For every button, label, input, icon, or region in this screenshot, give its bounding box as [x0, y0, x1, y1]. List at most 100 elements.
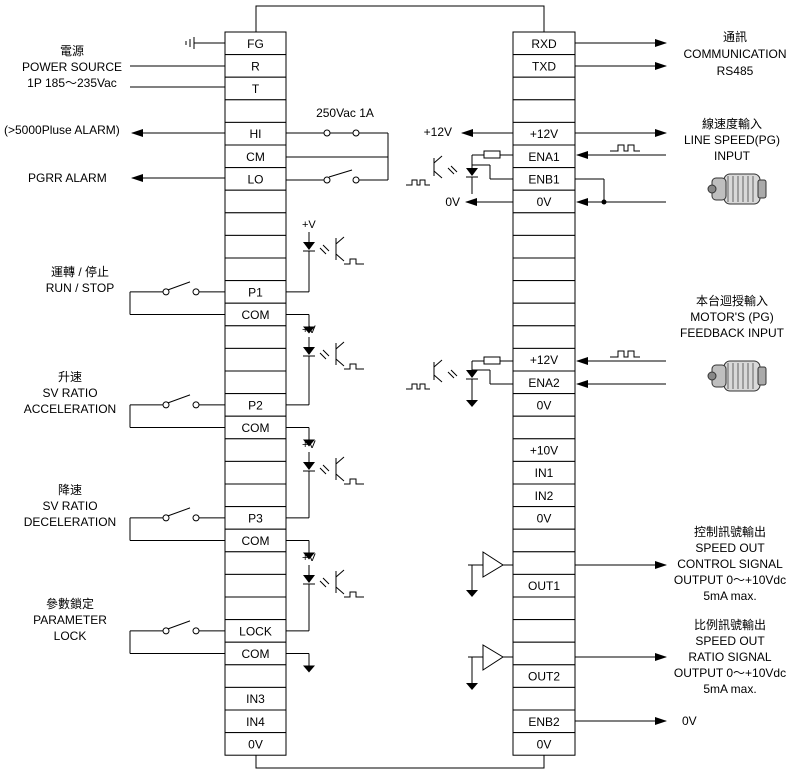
right-terminal-label: RXD [531, 37, 557, 51]
power-title-en: POWER SOURCE [22, 60, 122, 74]
accel-label-en1: SV RATIO [42, 386, 97, 400]
contact-terminal-icon [352, 129, 360, 137]
switch-contact-icon [167, 394, 191, 404]
switch-input-group: +V [129, 439, 364, 560]
left-terminal-label: T [252, 82, 260, 96]
contact-terminal-icon [192, 401, 200, 409]
pulse-icon [344, 258, 364, 265]
plus-v-label: +V [302, 324, 316, 336]
right-terminal-cell [512, 528, 576, 553]
left-terminal-label: 0V [248, 737, 263, 751]
left-terminal-cell [224, 596, 287, 621]
right-terminal-label: ENB1 [528, 172, 560, 186]
right-terminal-label: OUT2 [528, 670, 560, 684]
encoder-input-circuit-1: +12V 0V [406, 125, 513, 209]
decel-label-en2: DECELERATION [24, 515, 116, 529]
right-terminal-label: 0V [537, 737, 552, 751]
left-terminal-label: IN3 [246, 692, 265, 706]
relay-rating: 250Vac 1A [316, 106, 374, 120]
encoder-input-circuit-2 [406, 356, 513, 407]
pulse-icon [344, 591, 364, 598]
lock-label-en1: PARAMETER [33, 613, 107, 627]
switch-input-group: +V [129, 552, 364, 673]
left-terminal-cell [224, 483, 287, 508]
left-terminal-cell [224, 664, 287, 688]
led-icon [303, 462, 315, 470]
led-icon [303, 347, 315, 355]
ground-icon [466, 683, 478, 690]
left-terminal-cell [224, 347, 287, 372]
left-terminal-label: P1 [248, 285, 263, 299]
line-speed-group: 線速度輸入 LINE SPEED(PG) INPUT [575, 116, 780, 206]
contact-terminal-icon [162, 514, 170, 522]
left-terminal-label: COM [242, 534, 270, 548]
left-terminal-cell [224, 732, 287, 756]
lock-label-zh: 參數鎖定 [46, 596, 94, 611]
right-terminal-cell [512, 732, 576, 756]
right-terminal-cell [512, 686, 576, 711]
light-emission-icon [319, 577, 330, 588]
right-terminal-cell [512, 619, 576, 643]
right-terminal-cell [512, 551, 576, 575]
right-terminal-label: 0V [537, 195, 552, 209]
left-terminal-label: COM [242, 647, 270, 661]
left-terminal-label: P2 [248, 398, 263, 412]
plus-v-label: +V [302, 219, 316, 231]
right-terminal-label: ENA2 [528, 376, 560, 390]
right-terminal-label: 0V [537, 398, 552, 412]
comm-bus: RS485 [717, 64, 754, 78]
contact-terminal-icon [192, 514, 200, 522]
diode-icon [466, 168, 478, 176]
phototransistor-icon [433, 359, 443, 383]
contact-terminal-icon [352, 176, 360, 184]
pulse-icon [344, 363, 364, 370]
ctrl-line3: OUTPUT 0～+10Vdc [674, 573, 786, 587]
contact-terminal-icon [323, 129, 331, 137]
right-terminal-cell [512, 212, 576, 236]
comm-title-en: COMMUNICATION [683, 47, 786, 61]
motor-feedback-group: 本台迴授輸入 MOTOR'S (PG) FEEDBACK INPUT [576, 293, 785, 388]
right-terminal-label: ENB2 [528, 715, 560, 729]
ctrl-title-zh: 控制訊號輸出 [694, 524, 766, 539]
right-terminal-cell [512, 280, 576, 304]
contact-terminal-icon [192, 288, 200, 296]
right-terminal-label: +10V [530, 444, 558, 458]
ctrl-line2: CONTROL SIGNAL [677, 557, 783, 571]
pulse-icon [344, 478, 364, 485]
light-emission-icon [447, 369, 458, 379]
motor-fb-title-zh: 本台迴授輸入 [696, 293, 768, 308]
amplifier-icon [482, 551, 504, 578]
right-terminal-label: 0V [537, 511, 552, 525]
motor-icon [707, 360, 767, 392]
right-terminal-label: ENA1 [528, 150, 560, 164]
left-terminal-cell [224, 99, 287, 123]
light-emission-icon [319, 244, 330, 255]
left-terminal-cell [224, 370, 287, 395]
light-emission-icon [319, 349, 330, 360]
power-source-group: 電源 POWER SOURCE 1P 185～235Vac [22, 37, 225, 90]
left-terminal-label: LO [247, 172, 263, 186]
left-terminal-label: IN4 [246, 715, 265, 729]
contact-terminal-icon [162, 288, 170, 296]
zero-v-label: 0V [445, 195, 460, 209]
left-terminal-label: R [251, 59, 260, 73]
left-terminal-cell [224, 234, 287, 259]
run-label-en: RUN / STOP [46, 281, 114, 295]
alarm-hi-label: (>5000Pluse ALARM) [4, 123, 120, 137]
switch-input-groups: +V+V+V+V [129, 219, 364, 673]
ground-icon [303, 439, 315, 447]
pulse-icon [406, 383, 430, 390]
right-terminal-label: +12V [530, 127, 558, 141]
left-terminal-cell [224, 460, 287, 485]
contact-terminal-icon [162, 627, 170, 635]
phototransistor-icon [335, 569, 345, 595]
motor-fb-title-en1: MOTOR'S (PG) [690, 310, 773, 324]
ground-icon [466, 400, 478, 407]
ground-icon [303, 326, 315, 334]
resistor-icon [483, 356, 501, 365]
comm-title-zh: 通訊 [723, 29, 747, 44]
left-terminal-cell [224, 257, 287, 282]
plus-v-label: +V [302, 552, 316, 564]
